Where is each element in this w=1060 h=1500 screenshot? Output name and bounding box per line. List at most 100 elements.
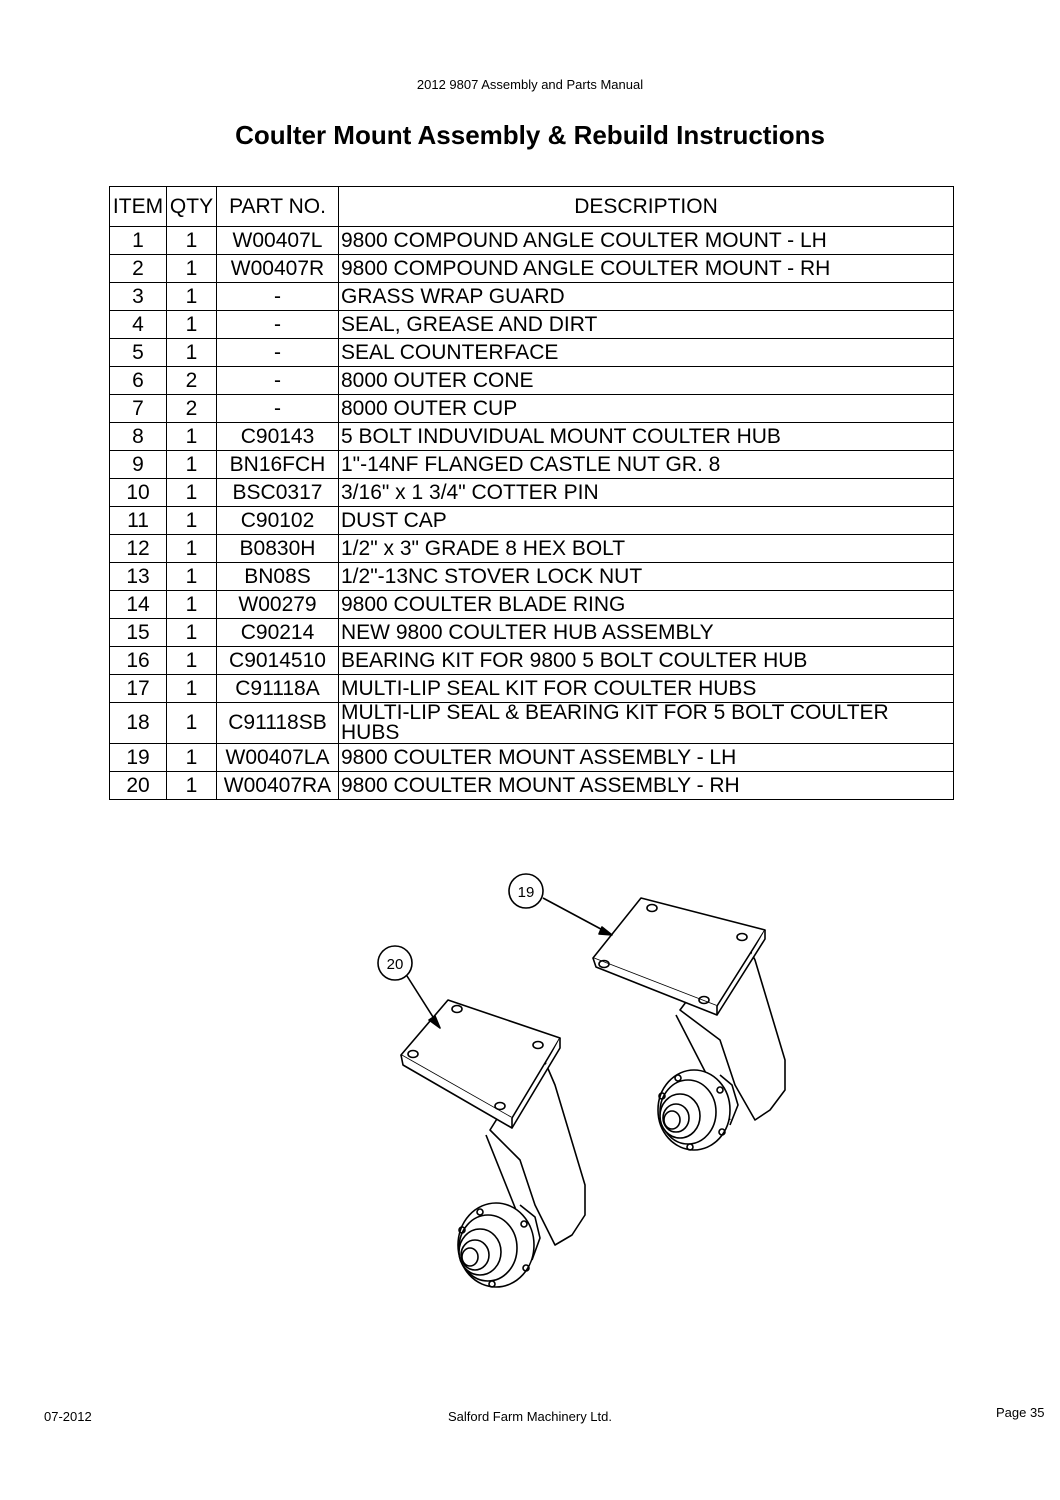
cell-item: 7 — [109, 394, 167, 423]
cell-description: 8000 OUTER CUP — [338, 394, 954, 423]
cell-description: 9800 COULTER MOUNT ASSEMBLY - LH — [338, 743, 954, 772]
cell-qty: 1 — [166, 226, 217, 255]
cell-item: 4 — [109, 310, 167, 339]
callout-19-label: 19 — [518, 884, 535, 901]
cell-item: 19 — [109, 743, 167, 772]
cell-description: GRASS WRAP GUARD — [338, 282, 954, 311]
column-header-part-no: PART NO. — [216, 186, 339, 227]
coulter-mount-diagram: 19 20 — [377, 873, 786, 1288]
cell-description: 9800 COMPOUND ANGLE COULTER MOUNT - RH — [338, 254, 954, 283]
callout-19: 19 — [508, 873, 613, 936]
cell-part-no: W00279 — [216, 590, 339, 619]
callout-20-label: 20 — [387, 956, 404, 973]
cell-part-no: - — [216, 310, 339, 339]
cell-qty: 1 — [166, 534, 217, 563]
cell-qty: 2 — [166, 394, 217, 423]
cell-part-no: - — [216, 282, 339, 311]
cell-qty: 1 — [166, 254, 217, 283]
cell-part-no: BN16FCH — [216, 450, 339, 479]
cell-part-no: - — [216, 338, 339, 367]
cell-part-no: B0830H — [216, 534, 339, 563]
cell-part-no: C9014510 — [216, 646, 339, 675]
footer-date: 07-2012 — [44, 1409, 92, 1424]
cell-description: 9800 COULTER BLADE RING — [338, 590, 954, 619]
cell-description: 9800 COULTER MOUNT ASSEMBLY - RH — [338, 771, 954, 800]
cell-item: 12 — [109, 534, 167, 563]
cell-qty: 1 — [166, 310, 217, 339]
cell-qty: 1 — [166, 743, 217, 772]
cell-item: 5 — [109, 338, 167, 367]
cell-part-no: C90214 — [216, 618, 339, 647]
cell-item: 15 — [109, 618, 167, 647]
cell-item: 18 — [109, 702, 167, 744]
cell-qty: 1 — [166, 282, 217, 311]
cell-part-no: BSC0317 — [216, 478, 339, 507]
cell-qty: 1 — [166, 450, 217, 479]
cell-item: 17 — [109, 674, 167, 703]
cell-description: 9800 COMPOUND ANGLE COULTER MOUNT - LH — [338, 226, 954, 255]
cell-part-no: - — [216, 366, 339, 395]
cell-item: 14 — [109, 590, 167, 619]
cell-item: 10 — [109, 478, 167, 507]
coulter-mount-assembly-20 — [400, 999, 586, 1288]
cell-qty: 1 — [166, 674, 217, 703]
cell-part-no: C90143 — [216, 422, 339, 451]
cell-qty: 1 — [166, 422, 217, 451]
cell-description: BEARING KIT FOR 9800 5 BOLT COULTER HUB — [338, 646, 954, 675]
cell-qty: 1 — [166, 590, 217, 619]
cell-part-no: W00407LA — [216, 743, 339, 772]
cell-description: SEAL COUNTERFACE — [338, 338, 954, 367]
cell-item: 8 — [109, 422, 167, 451]
page-title: Coulter Mount Assembly & Rebuild Instruc… — [235, 120, 825, 150]
cell-qty: 1 — [166, 478, 217, 507]
cell-description: 1/2" x 3" GRADE 8 HEX BOLT — [338, 534, 954, 563]
cell-qty: 1 — [166, 646, 217, 675]
cell-qty: 2 — [166, 366, 217, 395]
column-header-description: DESCRIPTION — [338, 186, 954, 227]
footer-company: Salford Farm Machinery Ltd. — [447, 1409, 612, 1424]
cell-qty: 1 — [166, 618, 217, 647]
cell-description: MULTI-LIP SEAL KIT FOR COULTER HUBS — [338, 674, 954, 703]
cell-description: 1/2"-13NC STOVER LOCK NUT — [338, 562, 954, 591]
cell-item: 13 — [109, 562, 167, 591]
cell-item: 3 — [109, 282, 167, 311]
cell-part-no: W00407RA — [216, 771, 339, 800]
cell-part-no: BN08S — [216, 562, 339, 591]
cell-qty: 1 — [166, 771, 217, 800]
cell-item: 9 — [109, 450, 167, 479]
cell-item: 11 — [109, 506, 167, 535]
cell-item: 1 — [109, 226, 167, 255]
manual-header: 2012 9807 Assembly and Parts Manual — [416, 77, 644, 92]
cell-item: 16 — [109, 646, 167, 675]
cell-description: 1"-14NF FLANGED CASTLE NUT GR. 8 — [338, 450, 954, 479]
footer-page-number: Page 35 — [996, 1405, 1045, 1420]
column-header-qty: QTY — [166, 186, 217, 227]
cell-part-no: - — [216, 394, 339, 423]
cell-item: 20 — [109, 771, 167, 800]
cell-part-no: C90102 — [216, 506, 339, 535]
column-header-item: ITEM — [109, 186, 167, 227]
cell-description: 5 BOLT INDUVIDUAL MOUNT COULTER HUB — [338, 422, 954, 451]
cell-description: SEAL, GREASE AND DIRT — [338, 310, 954, 339]
